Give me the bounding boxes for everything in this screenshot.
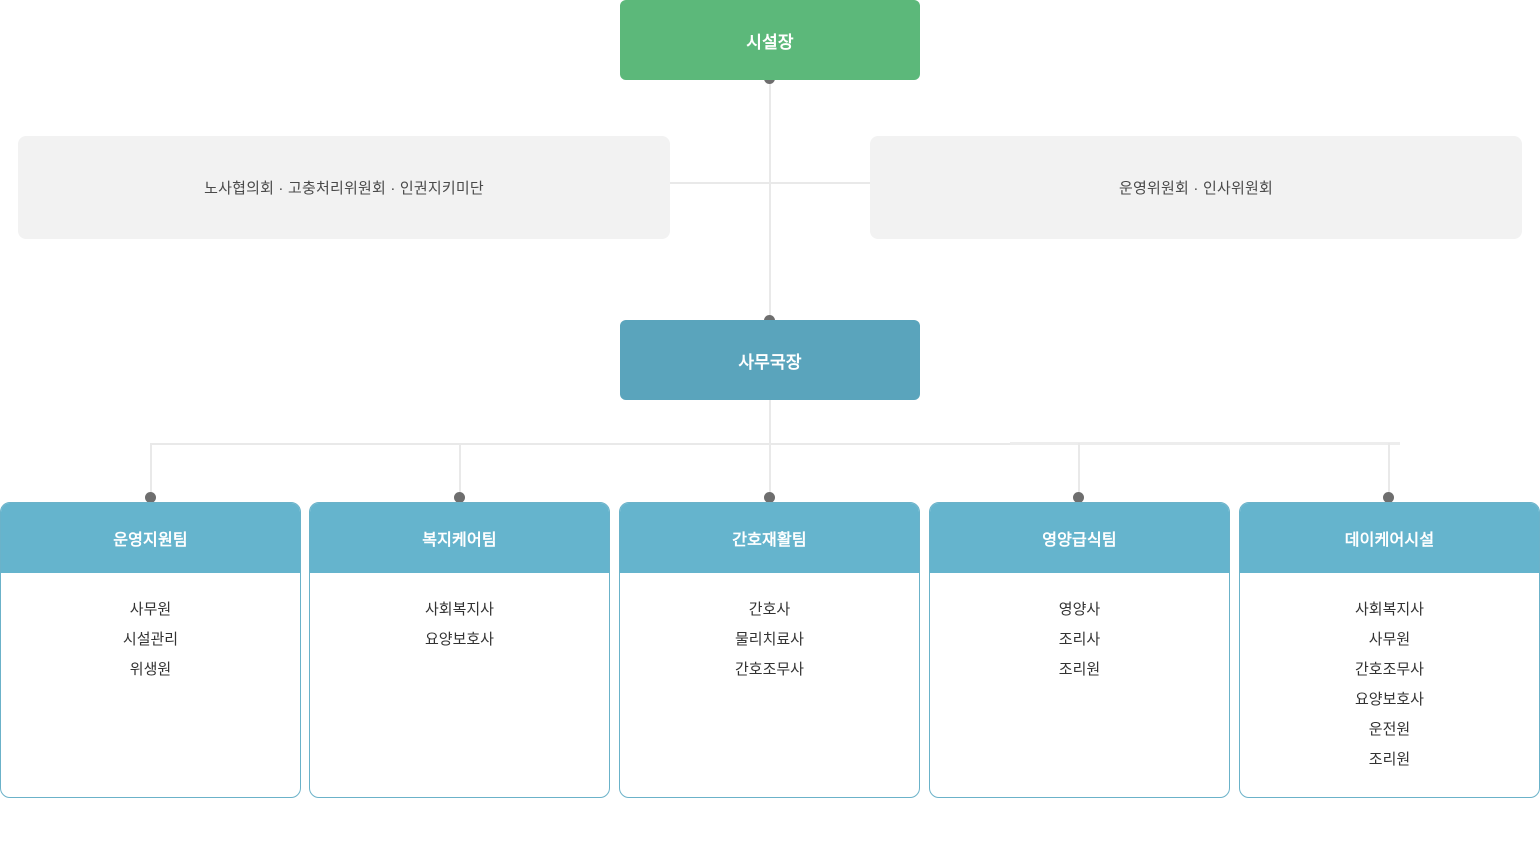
connector-second-to-bus <box>769 400 771 497</box>
team-card-4-title: 영양급식팀 <box>1042 532 1117 549</box>
team-role: 조리원 <box>1368 751 1411 768</box>
connector-drop-team-5 <box>1388 443 1390 497</box>
team-card-2-header: 복지케어팀 <box>310 503 609 573</box>
team-card-4[interactable]: 영양급식팀 영양사 조리사 조리원 <box>929 502 1230 798</box>
team-card-5-title: 데이케어시설 <box>1344 532 1435 549</box>
team-card-1-title: 운영지원팀 <box>113 532 188 549</box>
connector-drop-team-2 <box>459 443 461 497</box>
connector-bus-right <box>1010 442 1400 445</box>
team-card-4-header: 영양급식팀 <box>930 503 1229 573</box>
team-card-5-body: 사회복지사 사무원 간호조무사 요양보호사 운전원 조리원 <box>1240 573 1539 775</box>
team-card-2-body: 사회복지사 요양보호사 <box>310 573 609 655</box>
team-card-4-body: 영양사 조리사 조리원 <box>930 573 1229 685</box>
team-role: 간호사 <box>748 601 791 618</box>
team-card-5[interactable]: 데이케어시설 사회복지사 사무원 간호조무사 요양보호사 운전원 조리원 <box>1239 502 1540 798</box>
team-role: 위생원 <box>129 661 172 678</box>
connector-drop-team-1 <box>150 443 152 497</box>
team-card-5-header: 데이케어시설 <box>1240 503 1539 573</box>
team-role: 간호조무사 <box>1354 661 1424 678</box>
connector-top-to-second <box>769 80 771 320</box>
connector-dot-team-4 <box>1073 492 1084 503</box>
team-card-2[interactable]: 복지케어팀 사회복지사 요양보호사 <box>309 502 610 798</box>
team-role: 요양보호사 <box>1354 691 1424 708</box>
team-role: 사회복지사 <box>424 601 494 618</box>
committee-box-right[interactable]: 운영위원회 · 인사위원회 <box>870 136 1522 239</box>
committee-box-right-label: 운영위원회 · 인사위원회 <box>1119 180 1273 197</box>
team-role: 요양보호사 <box>424 631 494 648</box>
team-card-1-body: 사무원 시설관리 위생원 <box>1 573 300 685</box>
connector-dot-team-5 <box>1383 492 1394 503</box>
connector-bus-left <box>150 443 1010 445</box>
team-card-3-title: 간호재활팀 <box>732 532 807 549</box>
team-role: 사무원 <box>129 601 172 618</box>
node-facility-director-label: 시설장 <box>746 32 794 52</box>
team-card-3-header: 간호재활팀 <box>620 503 919 573</box>
team-role: 조리원 <box>1058 661 1101 678</box>
team-card-2-title: 복지케어팀 <box>422 532 497 549</box>
connector-dot-team-1 <box>145 492 156 503</box>
team-card-3[interactable]: 간호재활팀 간호사 물리치료사 간호조무사 <box>619 502 920 798</box>
team-role: 시설관리 <box>122 631 179 648</box>
connector-committee-right <box>769 182 870 184</box>
team-role: 조리사 <box>1058 631 1101 648</box>
team-role: 영양사 <box>1058 601 1101 618</box>
committee-box-left[interactable]: 노사협의회 · 고충처리위원회 · 인권지키미단 <box>18 136 670 239</box>
connector-dot-team-3 <box>764 492 775 503</box>
node-secretary-general-label: 사무국장 <box>738 352 802 372</box>
node-secretary-general[interactable]: 사무국장 <box>620 320 920 400</box>
team-role: 사무원 <box>1368 631 1411 648</box>
committee-box-left-label: 노사협의회 · 고충처리위원회 · 인권지키미단 <box>204 180 484 197</box>
connector-dot-team-2 <box>454 492 465 503</box>
team-role: 사회복지사 <box>1354 601 1424 618</box>
connector-committee-left <box>670 182 770 184</box>
team-card-1[interactable]: 운영지원팀 사무원 시설관리 위생원 <box>0 502 301 798</box>
team-role: 간호조무사 <box>734 661 804 678</box>
team-role: 물리치료사 <box>734 631 804 648</box>
team-card-3-body: 간호사 물리치료사 간호조무사 <box>620 573 919 685</box>
node-facility-director[interactable]: 시설장 <box>620 0 920 80</box>
team-card-1-header: 운영지원팀 <box>1 503 300 573</box>
team-role: 운전원 <box>1368 721 1411 738</box>
connector-drop-team-4 <box>1078 443 1080 497</box>
